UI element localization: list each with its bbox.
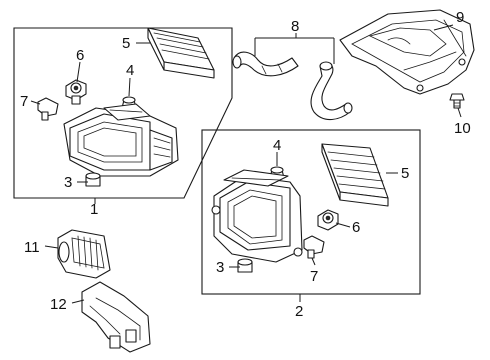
part-7-connector-upper	[37, 97, 59, 121]
callout-7-upper: 7	[20, 93, 28, 110]
assembly-2-frame	[201, 129, 421, 295]
callout-1: 1	[90, 201, 98, 218]
part-5-air-filter-lower	[321, 143, 389, 207]
part-7-connector-lower	[303, 235, 325, 259]
part-10-bolt	[449, 93, 465, 109]
callout-7-lower: 7	[310, 268, 318, 285]
callout-2: 2	[295, 303, 303, 320]
part-6-sensor-upper	[65, 79, 87, 105]
callout-12: 12	[50, 296, 67, 313]
part-8-breather-hoses	[232, 51, 353, 121]
part-5-air-filter-upper	[147, 27, 215, 79]
callout-5-upper: 5	[122, 35, 130, 52]
part-9-engine-cover	[339, 9, 475, 95]
callout-10: 10	[454, 120, 471, 137]
air-box-housing-upper	[63, 103, 179, 177]
callout-11: 11	[24, 239, 40, 256]
leader-lines	[30, 24, 462, 304]
part-3-clip-lower	[237, 258, 253, 273]
callout-8: 8	[291, 18, 299, 35]
part-6-sensor-lower	[317, 209, 339, 231]
callout-4-upper: 4	[126, 62, 134, 79]
callout-3-upper: 3	[64, 174, 72, 191]
callout-6-upper: 6	[76, 47, 84, 64]
callout-5-lower: 5	[401, 165, 409, 182]
callout-6-lower: 6	[352, 219, 360, 236]
air-box-housing-lower	[211, 169, 303, 263]
callout-9: 9	[456, 9, 464, 26]
part-3-clip-upper	[85, 172, 101, 187]
callout-3-lower: 3	[216, 259, 224, 276]
assembly-1-frame	[13, 27, 233, 199]
part-11-intake-duct	[57, 229, 111, 279]
callout-4-lower: 4	[273, 137, 281, 154]
part-12-air-guide	[81, 281, 151, 353]
